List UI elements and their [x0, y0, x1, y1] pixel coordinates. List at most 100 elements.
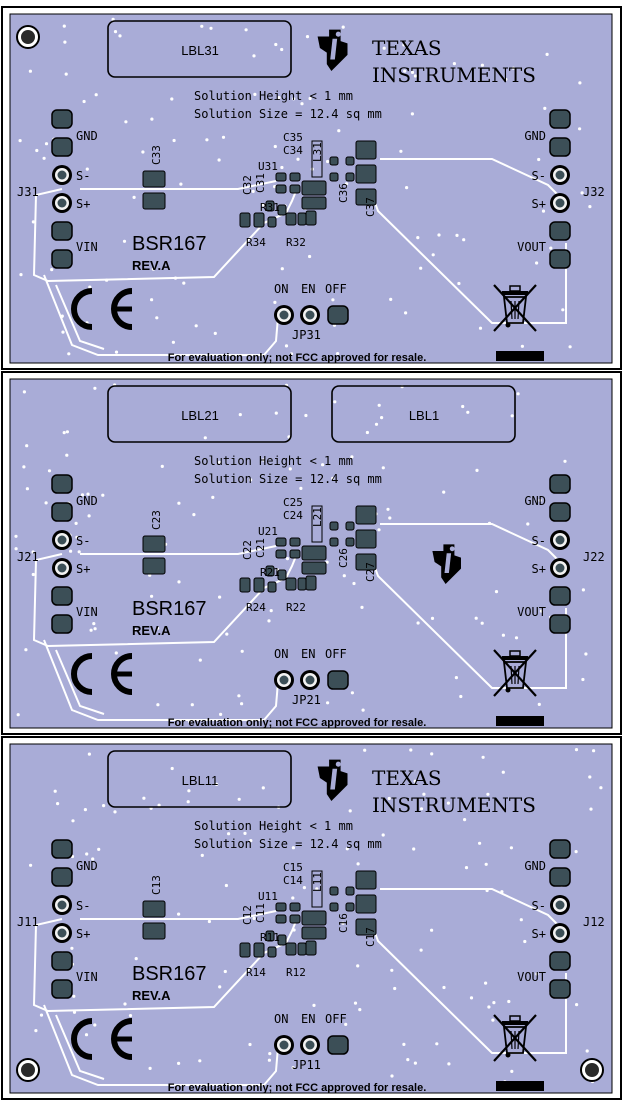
- via: [172, 138, 176, 143]
- via: [65, 430, 69, 434]
- ic-pad-12: [285, 212, 297, 226]
- via: [510, 1069, 514, 1073]
- right-pad-5: [549, 979, 571, 999]
- via: [124, 120, 128, 124]
- trace-vin: [32, 549, 299, 648]
- via: [345, 847, 349, 851]
- via: [240, 649, 244, 653]
- via: [44, 501, 48, 505]
- via: [389, 297, 393, 301]
- bin-wheel: [505, 687, 511, 693]
- via: [291, 1066, 295, 1070]
- via: [83, 808, 87, 812]
- jumper-pin-on-hole: [279, 675, 289, 685]
- cbig-pad-top: [142, 170, 166, 188]
- ic-pad-14: [329, 886, 339, 896]
- left-pad-2-hole: [57, 170, 67, 180]
- ti-logo-icon: [317, 759, 348, 801]
- via: [211, 495, 215, 499]
- ti-logo-i-dot: [449, 546, 455, 552]
- left-pad-5: [51, 249, 73, 269]
- via: [134, 957, 138, 961]
- weee-bar: [496, 351, 544, 361]
- via: [484, 862, 488, 866]
- ic-pad-0: [275, 537, 287, 547]
- ic-pad-9: [239, 942, 251, 958]
- left-s-minus-label: S-: [76, 534, 90, 548]
- via: [273, 300, 277, 304]
- via: [25, 487, 29, 491]
- bin-handle: [509, 1015, 521, 1022]
- via: [160, 464, 164, 468]
- via: [402, 1042, 406, 1046]
- via: [581, 588, 586, 592]
- via: [22, 465, 26, 469]
- via: [70, 946, 74, 950]
- via: [218, 985, 222, 989]
- via: [269, 609, 273, 613]
- inductor-pad-mid: [355, 894, 377, 914]
- via: [237, 797, 241, 801]
- via: [92, 622, 96, 626]
- ic-pad-10: [253, 577, 265, 593]
- ic-pad-16: [329, 537, 339, 547]
- via: [442, 490, 446, 494]
- via: [454, 676, 458, 680]
- ic-pad-11: [267, 946, 277, 958]
- via: [341, 921, 345, 925]
- res-3-designator: R12: [286, 966, 306, 979]
- via: [186, 800, 190, 804]
- via: [561, 308, 565, 312]
- bin-cross-b: [493, 1014, 537, 1062]
- via: [386, 507, 390, 511]
- via: [284, 344, 289, 348]
- via: [574, 748, 579, 752]
- via: [312, 1003, 316, 1007]
- via: [97, 847, 101, 851]
- res-3-designator: R32: [286, 236, 306, 249]
- right-pad-2-hole: [555, 535, 565, 545]
- via: [62, 431, 66, 435]
- via: [151, 267, 155, 271]
- ic-pad-4: [301, 545, 327, 561]
- bin-wheel: [505, 1052, 511, 1058]
- ic-pad-7: [277, 569, 287, 581]
- via: [113, 810, 117, 814]
- via: [480, 621, 484, 625]
- ic-pad-15: [345, 521, 355, 531]
- ic-pad-5: [301, 926, 327, 940]
- res-2-designator: R34: [246, 236, 266, 249]
- via: [44, 142, 49, 146]
- via: [209, 26, 213, 30]
- ic-pad-9: [239, 577, 251, 593]
- via: [47, 469, 52, 473]
- via: [455, 233, 459, 237]
- via: [274, 411, 278, 415]
- via: [28, 69, 32, 73]
- left-vin-label: VIN: [76, 240, 98, 254]
- via: [431, 253, 435, 257]
- mounting-hole-center: [585, 1063, 599, 1077]
- via: [219, 712, 223, 716]
- right-s-minus-label: S-: [532, 899, 546, 913]
- solution-height: Solution Height < 1 mm: [194, 89, 353, 103]
- via: [280, 267, 284, 271]
- via: [243, 831, 247, 835]
- via: [91, 857, 95, 861]
- cap-5-designator: C16: [337, 913, 350, 933]
- via: [16, 713, 20, 717]
- ic-pad-8: [305, 210, 317, 226]
- via: [469, 996, 474, 1000]
- ce-c: [71, 288, 93, 330]
- via: [437, 233, 441, 237]
- via: [589, 807, 593, 811]
- via: [435, 1042, 439, 1046]
- via: [342, 574, 346, 578]
- ic-pad-0: [275, 172, 287, 182]
- via: [156, 626, 160, 630]
- via: [118, 34, 122, 38]
- via: [132, 195, 136, 199]
- via: [304, 413, 308, 418]
- output-connector-designator: J32: [583, 185, 605, 199]
- via: [93, 386, 97, 390]
